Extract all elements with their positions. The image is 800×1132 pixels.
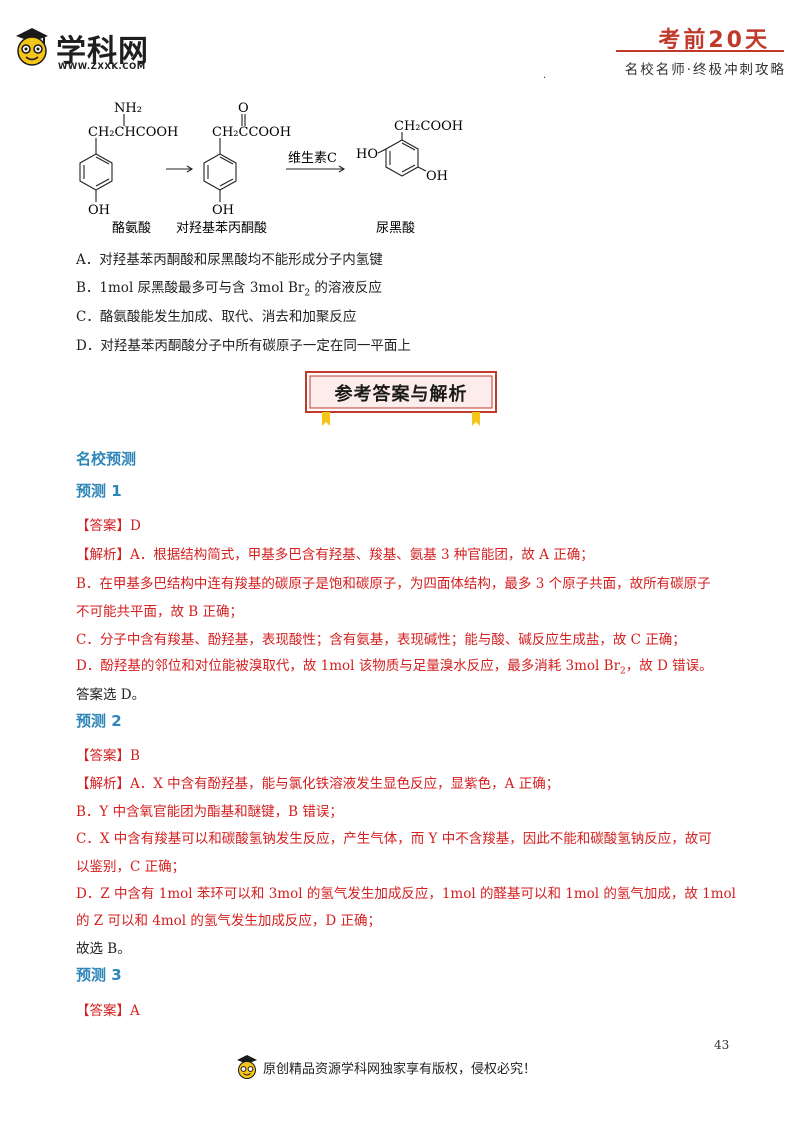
chem-chain-3: CH₂COOH <box>394 119 463 134</box>
prediction-2-line-6: 的 Z 可以和 4mol 的氢气发生加成反应，D 正确； <box>76 913 381 929</box>
prediction-1-line-3: 不可能共平面，故 B 正确； <box>76 604 244 620</box>
chem-oh-1: OH <box>88 203 110 218</box>
prediction-2-line-3: C．X 中含有羧基可以和碳酸氢钠发生反应，产生气体，而 Y 中不含羧基，因此不能… <box>76 831 712 847</box>
chem-reagent: 维生素C <box>288 151 337 166</box>
prediction-1-line-4: C．分子中含有羧基、酚羟基，表现酸性；含有氨基，表现碱性；能与酸、碱反应生成盐，… <box>76 632 686 648</box>
chem-oh-3: OH <box>426 169 448 184</box>
reaction-scheme: NH₂ CH₂CHCOOH OH 酪氨酸 O CH₂CCOOH OH 对羟基苯丙… <box>79 101 463 236</box>
chem-nh2: NH₂ <box>114 101 142 116</box>
header-dot: . <box>543 70 547 81</box>
prediction-1-line-6: 答案选 D。 <box>76 687 146 703</box>
chem-carbonyl-o: O <box>238 101 249 116</box>
page-number: 43 <box>714 1038 730 1052</box>
prediction-1-answer: 【答案】D <box>76 518 141 534</box>
benzene-ring-2 <box>203 153 237 191</box>
chem-ho-3: HO <box>356 147 378 162</box>
option-a: A．对羟基苯丙酮酸和尿黑酸均不能形成分子内氢键 <box>76 252 383 268</box>
section-title: 名校预测 <box>76 450 137 468</box>
chem-name-homogentisic: 尿黑酸 <box>376 221 415 236</box>
prediction-1-line-5: D．酚羟基的邻位和对位能被溴取代，故 1mol 该物质与足量溴水反应，最多消耗 … <box>76 658 713 677</box>
footer-copyright: 原创精品资源学科网独家享有版权，侵权必究！ <box>263 1062 537 1077</box>
prediction-2-answer: 【答案】B <box>76 748 140 764</box>
option-d: D．对羟基苯丙酮酸分子中所有碳原子一定在同一平面上 <box>76 338 411 354</box>
prediction-3-title: 预测 3 <box>76 966 122 984</box>
prediction-1-line-2: B．在甲基多巴结构中连有羧基的碳原子是饱和碳原子，为四面体结构，最多 3 个原子… <box>76 576 711 592</box>
prediction-1-line-1: 【解析】A．根据结构简式，甲基多巴含有羟基、羧基、氨基 3 种官能团，故 A 正… <box>76 547 594 563</box>
prediction-2-line-4: 以鉴别，C 正确； <box>76 859 186 875</box>
logo-url: WWW.ZXXK.COM <box>58 62 146 72</box>
chem-name-tyrosine: 酪氨酸 <box>112 220 151 236</box>
prediction-2-title: 预测 2 <box>76 712 122 730</box>
chem-name-phenylpyruvate: 对羟基苯丙酮酸 <box>176 221 267 236</box>
chem-chain-2: CH₂CCOOH <box>212 125 291 140</box>
prediction-3-answer: 【答案】A <box>76 1003 140 1019</box>
prediction-2-line-7: 故选 B。 <box>76 941 131 957</box>
benzene-ring-3 <box>385 139 419 177</box>
benzene-ring-1 <box>79 153 113 191</box>
header-subtitle: 名校名师·终极冲刺攻略 <box>624 62 786 78</box>
option-c: C．酪氨酸能发生加成、取代、消去和加聚反应 <box>76 309 357 325</box>
banner-title: 参考答案与解析 <box>334 384 468 405</box>
prediction-2-line-1: 【解析】A．X 中含有酚羟基，能与氯化铁溶液发生显色反应，显紫色，A 正确； <box>76 776 560 792</box>
answer-banner <box>305 371 497 426</box>
prediction-2-line-2: B．Y 中含氧官能团为酯基和醚键，B 错误； <box>76 804 343 820</box>
logo-face-icon <box>16 28 48 66</box>
logo-text: 学科网 <box>56 34 149 69</box>
header-title: 考前20天 <box>658 28 770 53</box>
chem-chain-1: CH₂CHCOOH <box>88 125 178 140</box>
prediction-1-title: 预测 1 <box>76 482 122 500</box>
header-divider <box>616 50 784 52</box>
option-b: B．1mol 尿黑酸最多可与含 3mol Br2 的溶液反应 <box>76 280 382 299</box>
prediction-2-line-5: D．Z 中含有 1mol 苯环可以和 3mol 的氢气发生加成反应，1mol 的… <box>76 886 737 902</box>
footer-logo-icon <box>237 1055 257 1079</box>
chem-oh-2: OH <box>212 203 234 218</box>
